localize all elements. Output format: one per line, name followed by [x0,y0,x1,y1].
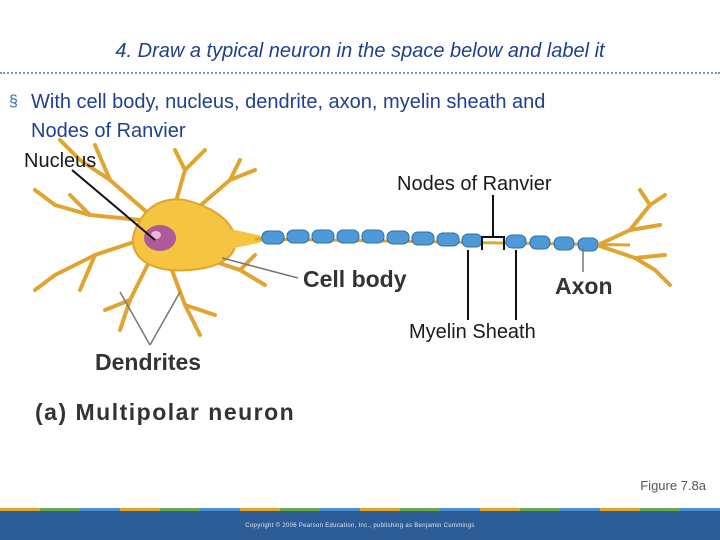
nucleus [144,225,176,251]
axon-label: Axon [555,273,613,299]
myelin-sheath-label: Myelin Sheath [409,321,536,343]
cell-body-label: Cell body [303,266,407,292]
diagram-caption: (a) Multipolar neuron [35,399,295,425]
axon-terminals [600,190,670,285]
copyright-text: Copyright © 2006 Pearson Education, Inc.… [0,523,720,529]
dendrites-label: Dendrites [95,349,201,375]
figure-reference: Figure 7.8a [640,478,706,493]
nucleus-label: Nucleus [24,150,96,173]
nodes-of-ranvier-label: Nodes of Ranvier [397,173,552,195]
